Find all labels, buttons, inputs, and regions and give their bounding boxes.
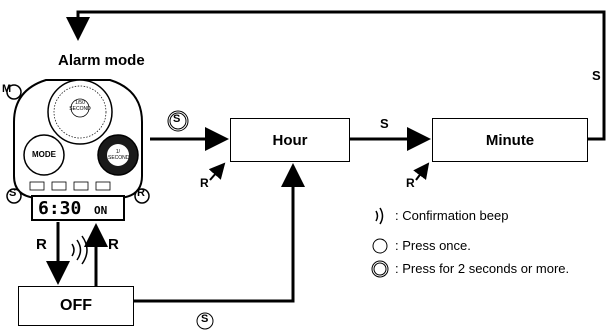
legend-press-hold: : Press for 2 seconds or more. [374,261,569,276]
off-to-hour-label: S [201,313,209,325]
lcd-time: 6:30 [38,198,82,219]
minute-reset-label: R [406,176,415,190]
legend-press-once-icon [372,238,388,254]
diagram-title: Alarm mode [58,52,145,69]
subdial-top-label: 1/50 SECOND [69,100,91,112]
mode-subdial [23,134,65,176]
legend-beep-icon [375,207,384,225]
legend-beep-text: : Confirmation beep [395,208,509,223]
lcd-display [31,195,125,221]
subdial-right-label: 1/ SECOND [108,149,130,161]
return-loop-arrow [66,10,606,141]
button-m-label: M [2,83,12,95]
hour-reset-arrow [208,162,226,181]
legend-press-hold-text: : Press for 2 seconds or more. [395,261,570,276]
hour-box: Hour [230,118,350,162]
beep-wave-icon [71,235,88,265]
off-box: OFF [18,286,134,326]
hour-to-minute-label: S [380,116,389,131]
lcd-status: ON [94,204,108,217]
minute-box: Minute [432,118,588,162]
button-s-label: S [9,187,17,199]
button-r-label: R [137,187,145,199]
legend-press-once-text: : Press once. [395,238,471,253]
legend-press-once: : Press once. [374,238,471,253]
watch-to-hour-label: S [173,113,181,125]
hour-reset-label: R [200,176,209,190]
up-from-off-label: R [108,236,119,253]
off-to-hour-arrow [132,163,305,303]
mode-label: MODE [32,150,56,159]
legend-beep: : Confirmation beep [374,208,508,223]
minute-reset-arrow [413,162,430,181]
down-to-off-label: R [36,236,47,253]
return-label: S [592,68,601,83]
